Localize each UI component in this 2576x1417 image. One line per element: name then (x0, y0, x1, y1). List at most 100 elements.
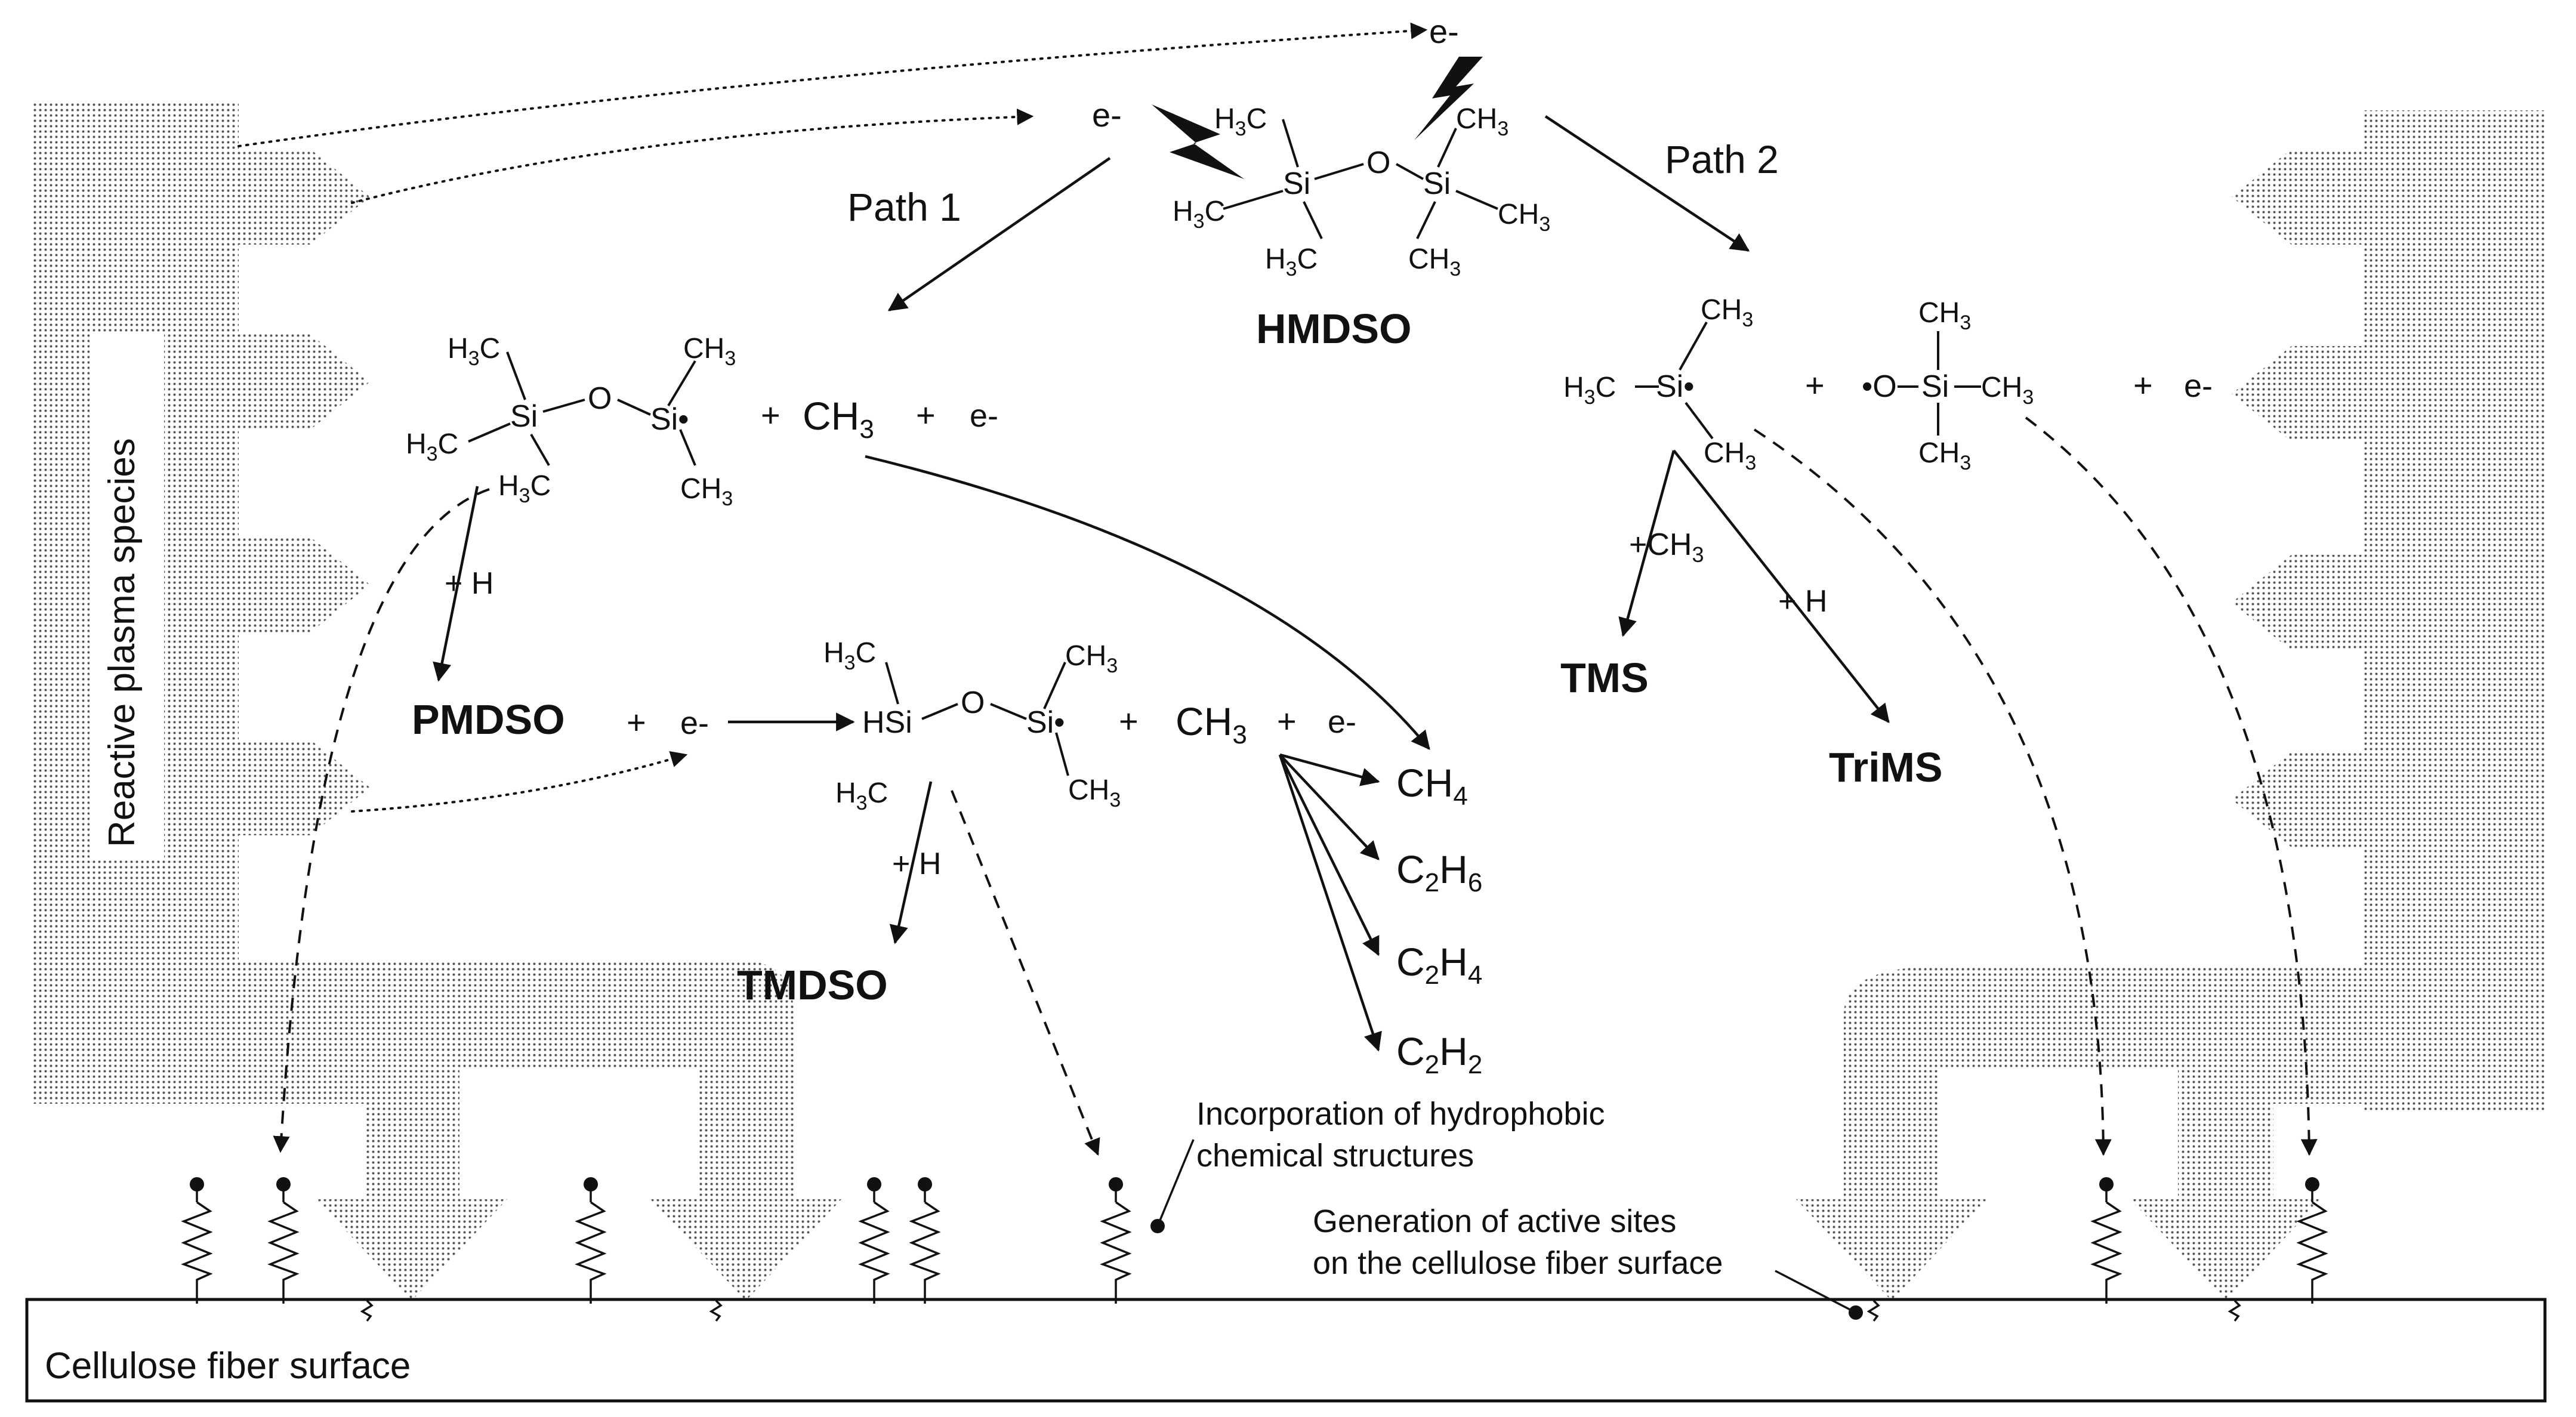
hmdso-molecule: Si O Si H3C H3C H3C CH3 CH3 CH3 (1173, 103, 1550, 280)
electron-3: e- (1328, 704, 1356, 740)
svg-text:CH3: CH3 (1408, 243, 1461, 280)
svg-text:H3C: H3C (498, 470, 551, 507)
active-sites-callout-dot (1849, 1305, 1863, 1320)
svg-text:Si: Si (1283, 166, 1310, 201)
incorporation-label-line1: Incorporation of hydrophobic (1196, 1096, 1605, 1132)
pmdso-label: PMDSO (412, 696, 565, 743)
svg-text:CH3: CH3 (1918, 297, 1971, 334)
svg-text:HSi: HSi (862, 705, 912, 740)
tms-label: TMS (1560, 655, 1649, 701)
svg-text:H3C: H3C (1173, 196, 1225, 233)
svg-text:O: O (961, 686, 985, 720)
svg-text:CH3: CH3 (680, 473, 733, 510)
dotted-arrow-electron-lower (351, 751, 688, 813)
plus-6: + (1805, 366, 1825, 404)
grafted-chain (269, 1177, 298, 1305)
ch3-radical-1: CH3 (803, 394, 874, 444)
trims-label: TriMS (1829, 744, 1943, 791)
electron-1: e- (970, 398, 998, 434)
trimethylsiloxy-radical-molecule: •O Si CH3 CH3 CH3 (1862, 297, 2034, 474)
svg-text:CH3: CH3 (1704, 437, 1756, 474)
electron-2: e- (680, 705, 709, 741)
cellulose-surface (25, 1298, 2547, 1403)
tmdso-fragment-molecule: HSi O Si• H3C CH3 CH3 H3C (823, 637, 1121, 814)
dashed-arrow-to-surface-right-2 (2025, 416, 2318, 1156)
tms-radical-molecule: Si• H3C CH3 CH3 (1563, 294, 1756, 474)
svg-text:Si: Si (1423, 166, 1451, 201)
active-sites-label-line1: Generation of active sites (1313, 1203, 1676, 1239)
svg-text:H3C: H3C (448, 333, 500, 370)
plus-h-tmdso: + H (892, 847, 941, 881)
svg-text:CH3: CH3 (1981, 372, 2034, 409)
svg-text:H3C: H3C (823, 637, 876, 674)
grafted-chain (911, 1177, 939, 1305)
arrow-to-tms (1618, 450, 1676, 637)
path2-label: Path 2 (1665, 137, 1779, 181)
dotted-arrow-electron-mid (351, 108, 1034, 204)
side-label-box (90, 334, 164, 859)
plus-5: + (1277, 702, 1297, 740)
plus-h-trims: + H (1778, 584, 1827, 619)
side-label: Reactive plasma species (101, 438, 143, 847)
svg-text:H3C: H3C (406, 428, 458, 465)
arrow-path1 (887, 157, 1111, 311)
arrow-to-tmdso (889, 781, 933, 944)
incorporation-callout-line (1156, 1139, 1195, 1227)
path1-label: Path 1 (847, 185, 961, 229)
plus-1: + (761, 396, 780, 434)
product-ch4: CH4 (1396, 761, 1468, 811)
svg-text:Si: Si (1921, 369, 1949, 404)
arrow-path2 (1544, 115, 1750, 252)
lightning-icon-right (1414, 57, 1483, 140)
svg-text:Si: Si (510, 399, 538, 434)
tmdso-label: TMDSO (737, 962, 888, 1008)
svg-text:CH3: CH3 (1498, 199, 1550, 236)
grafted-chain (1102, 1177, 1130, 1305)
svg-text:CH3: CH3 (683, 333, 736, 370)
plus-ch3-tms: +CH3 (1629, 527, 1704, 567)
active-sites-label-line2: on the cellulose fiber surface (1313, 1245, 1723, 1281)
svg-text:Si•: Si• (650, 402, 689, 437)
svg-text:O: O (1366, 146, 1390, 180)
svg-text:H3C: H3C (1214, 103, 1267, 140)
surface-label: Cellulose fiber surface (45, 1345, 411, 1387)
svg-text:CH3: CH3 (1068, 774, 1121, 811)
grafted-chain (860, 1177, 889, 1305)
svg-text:CH3: CH3 (1065, 640, 1118, 677)
svg-text:Si•: Si• (1026, 705, 1065, 740)
arrow-to-pmdso (433, 486, 479, 682)
plus-7: + (2133, 366, 2153, 404)
product-c2h4: C2H4 (1396, 940, 1482, 990)
ch3-radical-2: CH3 (1176, 699, 1247, 749)
hmdso-label: HMDSO (1256, 305, 1412, 352)
svg-text:O: O (588, 381, 612, 416)
product-c2h6: C2H6 (1396, 847, 1482, 897)
plus-3: + (627, 703, 646, 741)
dashed-arrow-to-surface-left (273, 488, 490, 1153)
active-sites-callout-line (1775, 1270, 1856, 1314)
grafted-chain (183, 1177, 211, 1305)
svg-text:CH3: CH3 (1456, 103, 1508, 140)
incorporation-label-line2: chemical structures (1196, 1138, 1474, 1174)
electron-4: e- (2184, 368, 2213, 404)
plasma-cloud-left (33, 101, 841, 1301)
grafted-chain (2298, 1177, 2327, 1305)
electron-mid-label: e- (1092, 96, 1122, 134)
svg-text:H3C: H3C (1265, 243, 1318, 280)
svg-text:Si•: Si• (1656, 369, 1694, 404)
plus-4: + (1119, 702, 1139, 740)
grafted-chain (2092, 1177, 2121, 1305)
plus-2: + (916, 396, 936, 434)
product-arrows (1278, 753, 1382, 1052)
svg-text:H3C: H3C (835, 777, 888, 814)
lightning-icon-left (1152, 104, 1244, 179)
dashed-arrow-to-surface-right-1 (1753, 428, 2112, 1156)
incorporation-callout-dot (1150, 1219, 1165, 1233)
svg-text:CH3: CH3 (1701, 294, 1753, 331)
svg-text:CH3: CH3 (1918, 437, 1971, 474)
svg-text:•O: •O (1862, 369, 1897, 404)
product-c2h2: C2H2 (1396, 1029, 1482, 1079)
pmdso-radical-molecule: Si O Si• H3C H3C H3C CH3 CH3 (406, 333, 736, 510)
plus-h-pmdso: + H (445, 566, 493, 601)
